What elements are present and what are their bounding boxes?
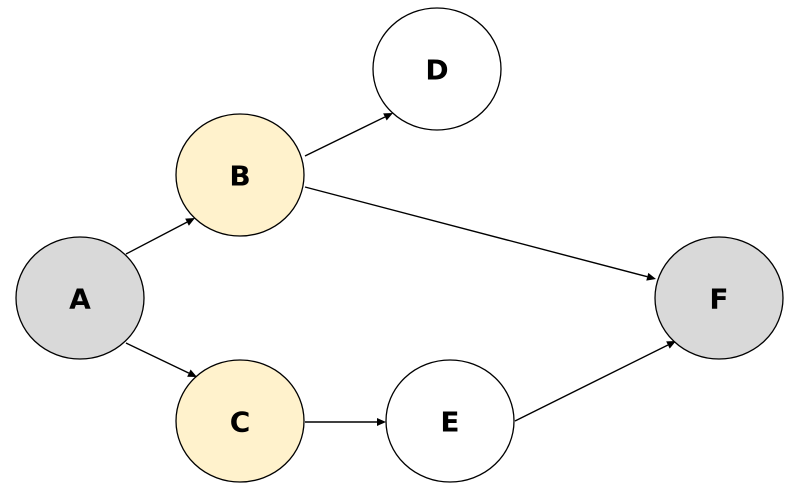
node-b: B — [175, 113, 305, 237]
node-circle — [385, 359, 515, 483]
node-circle — [175, 113, 305, 237]
arrowhead-icon — [646, 272, 656, 281]
node-label: D — [425, 54, 448, 87]
node-label: F — [709, 283, 728, 316]
edge-line — [304, 186, 648, 278]
edge-b-to-d — [304, 113, 393, 157]
node-label: C — [230, 406, 251, 439]
node-circle — [654, 236, 784, 360]
node-label: B — [229, 160, 250, 193]
edge-line — [304, 116, 386, 157]
node-circle — [15, 236, 145, 360]
edge-line — [514, 344, 669, 422]
node-label: E — [440, 406, 459, 439]
edge-c-to-e — [305, 418, 386, 426]
edge-line — [125, 342, 190, 374]
edge-e-to-f — [514, 341, 676, 422]
arrowhead-icon — [185, 218, 195, 226]
edge-b-to-f — [304, 186, 656, 281]
node-d: D — [372, 7, 502, 131]
arrowhead-icon — [666, 341, 676, 349]
arrowhead-icon — [377, 418, 386, 426]
node-c: C — [175, 359, 305, 483]
edge-line — [125, 221, 188, 255]
edges-layer — [125, 113, 676, 426]
edge-a-to-c — [125, 342, 197, 377]
edge-a-to-b — [125, 218, 195, 255]
arrowhead-icon — [187, 369, 197, 377]
node-f: F — [654, 236, 784, 360]
node-e: E — [385, 359, 515, 483]
node-a: A — [15, 236, 145, 360]
node-circle — [175, 359, 305, 483]
node-label: A — [69, 283, 91, 316]
nodes-layer: A B C D E F — [15, 7, 784, 483]
node-circle — [372, 7, 502, 131]
arrowhead-icon — [383, 113, 393, 121]
